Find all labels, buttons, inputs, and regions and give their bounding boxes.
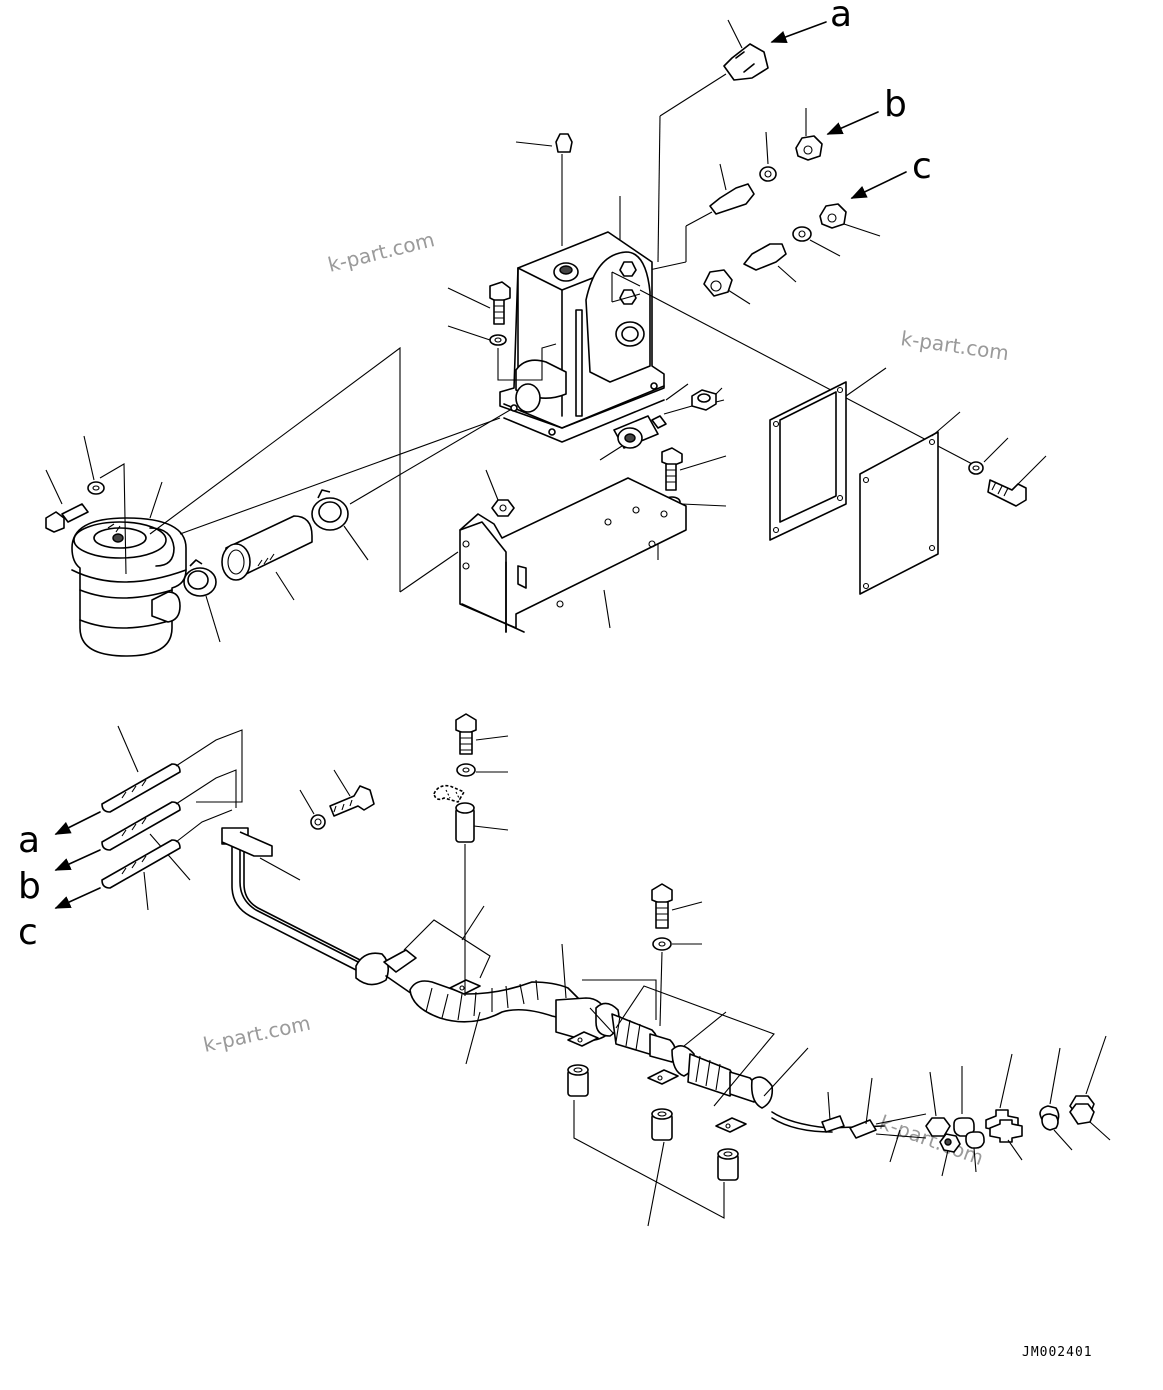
spacer-mid-lower bbox=[455, 802, 509, 843]
arrow-a-top bbox=[770, 21, 827, 44]
bolt-housing-right bbox=[661, 447, 727, 491]
spacer-3 bbox=[717, 1148, 739, 1181]
cover-plate bbox=[859, 411, 961, 595]
bolt-harness-left bbox=[329, 769, 375, 817]
callout-a-top: a bbox=[830, 0, 852, 35]
hose-clamp-left bbox=[183, 559, 221, 643]
fitting-right-2 bbox=[953, 1066, 975, 1137]
bolt-harness-right bbox=[651, 883, 703, 929]
washer-mid-lower bbox=[456, 763, 508, 777]
washer-cover bbox=[968, 437, 1009, 475]
air-filter bbox=[71, 517, 187, 657]
bolt-cover bbox=[987, 455, 1047, 507]
arrow-b-left bbox=[54, 849, 101, 871]
fitting-right-4 bbox=[1039, 1047, 1061, 1125]
mounting-bracket bbox=[399, 477, 687, 633]
arrow-b-top bbox=[826, 111, 879, 135]
leader-spacers bbox=[573, 1100, 725, 1227]
fitting-small-right bbox=[691, 387, 725, 411]
callout-a-left: a bbox=[18, 820, 40, 861]
callout-b-top: b bbox=[884, 84, 907, 125]
nut-bracket bbox=[485, 469, 515, 517]
spacer-2 bbox=[651, 1108, 673, 1141]
nut-b-top bbox=[795, 108, 823, 161]
washer-filter-left bbox=[83, 435, 105, 495]
leader-washer-harness-right bbox=[659, 951, 663, 1027]
drawing-code: JM002401 bbox=[1022, 1345, 1093, 1360]
fitting-right-9 bbox=[1041, 1113, 1073, 1151]
fitting-right-8 bbox=[989, 1119, 1023, 1161]
tube-c bbox=[101, 809, 233, 911]
leader-filter-housing bbox=[149, 346, 501, 592]
nut-c-top bbox=[819, 203, 881, 237]
leader-filter-housing-2 bbox=[349, 409, 511, 505]
leader-harness-frame-2 bbox=[683, 1011, 727, 1047]
fitting-elbow-2 bbox=[743, 243, 797, 283]
washer-harness-right bbox=[652, 937, 702, 951]
tube-b bbox=[101, 769, 237, 881]
housing-main bbox=[499, 196, 665, 443]
fitting-right-10 bbox=[1069, 1103, 1111, 1141]
fitting-right-7 bbox=[965, 1131, 985, 1173]
leader-housing-3 bbox=[611, 293, 641, 303]
callout-c-top: c bbox=[912, 146, 932, 187]
leader-clamp-harness bbox=[259, 857, 301, 881]
watermark-3: k-part.com bbox=[201, 1011, 313, 1057]
watermark-2: k-part.com bbox=[899, 326, 1010, 365]
hose-clamp-right bbox=[311, 489, 369, 561]
leader-filter-bracket bbox=[99, 463, 127, 575]
washer-harness-left bbox=[299, 789, 326, 830]
arrow-c-top bbox=[850, 171, 907, 199]
leader-harness-frame-3 bbox=[763, 1047, 809, 1097]
tube-a bbox=[101, 725, 243, 813]
fitting-right-1 bbox=[925, 1071, 951, 1137]
leader-mid-frame bbox=[403, 905, 491, 979]
leader-connector-3 bbox=[889, 1129, 901, 1163]
washer-2 bbox=[792, 226, 841, 257]
sensor-cylinder bbox=[599, 383, 693, 461]
spacer-1 bbox=[567, 1064, 589, 1097]
hose-pipe bbox=[221, 515, 313, 601]
leader-connector-1 bbox=[827, 1091, 831, 1121]
gasket bbox=[769, 367, 887, 541]
fitting-right-6 bbox=[939, 1133, 961, 1177]
leader-housing-1 bbox=[611, 271, 641, 287]
fitting-nut-3 bbox=[703, 269, 751, 305]
callout-c-left: c bbox=[18, 912, 38, 953]
leader-filter-clamp bbox=[149, 481, 163, 519]
bolt-housing-left bbox=[447, 281, 511, 325]
harness-clips bbox=[449, 979, 747, 1133]
bolt-filter-left bbox=[45, 469, 89, 533]
arrow-a-left bbox=[54, 811, 101, 835]
leader-housing-left bbox=[497, 343, 557, 381]
callout-b-left: b bbox=[18, 866, 41, 907]
fitting-elbow-1 bbox=[639, 163, 755, 273]
leader-housing-4 bbox=[639, 289, 977, 467]
leader-connector-2 bbox=[865, 1077, 873, 1125]
washer-1 bbox=[759, 131, 777, 182]
arrow-c-left bbox=[54, 887, 101, 909]
leader-harness-frame-1 bbox=[561, 943, 775, 1107]
clip-mid-lower bbox=[433, 784, 465, 803]
bolt-mid-lower bbox=[455, 713, 509, 755]
watermark-1: k-part.com bbox=[325, 227, 436, 277]
fitting-a-top bbox=[657, 19, 769, 263]
grease-nipple bbox=[515, 133, 573, 246]
washer-housing-left bbox=[447, 325, 507, 346]
